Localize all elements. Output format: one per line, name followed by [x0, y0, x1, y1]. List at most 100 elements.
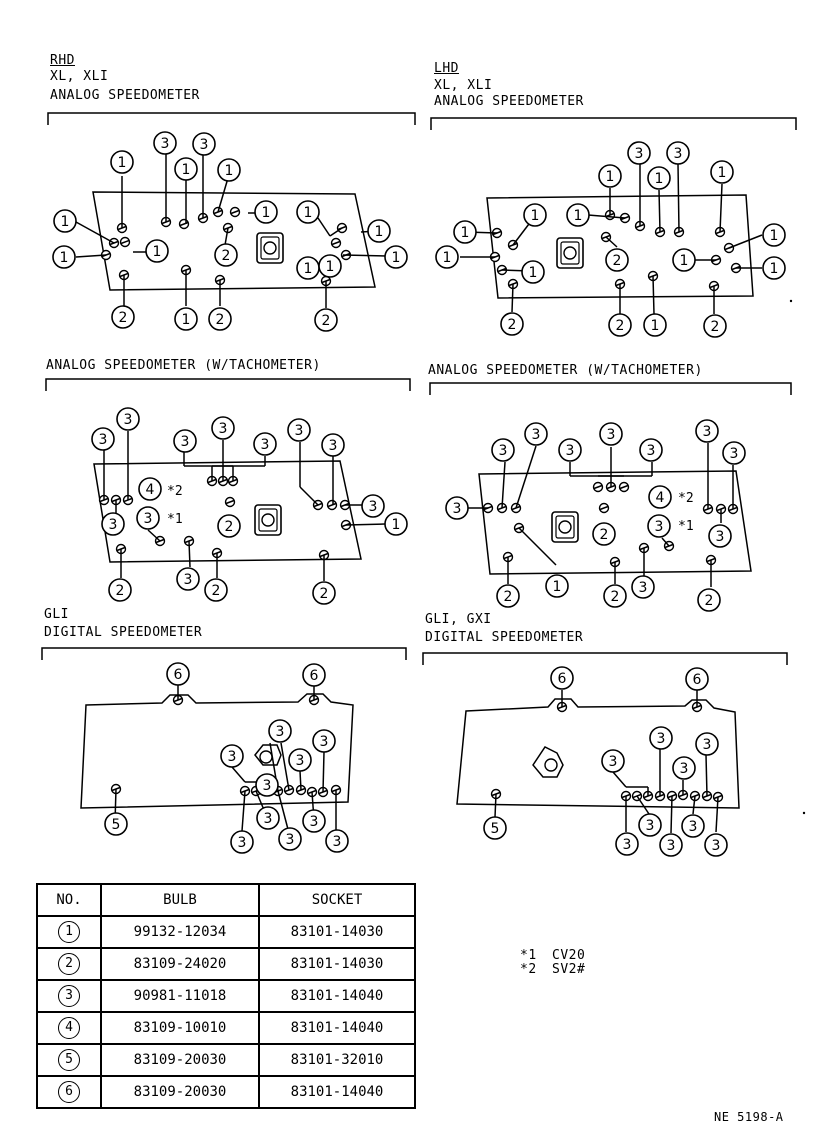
leader-line	[636, 795, 650, 815]
callout-number: 1	[770, 261, 779, 277]
callout-number: 3	[184, 572, 193, 588]
callout-circle	[208, 307, 232, 331]
digital-display-sensor	[544, 758, 558, 772]
callout-number: 2	[225, 519, 234, 535]
callout-number: 3	[566, 443, 575, 459]
callout-number: 3	[124, 412, 133, 428]
callout-number: 3	[689, 819, 698, 835]
bulb-part-number: 90981-11018	[100, 979, 260, 1013]
callout-circle	[173, 429, 197, 453]
callout-number: 3	[181, 434, 190, 450]
callout-circle	[762, 256, 786, 280]
leader-line	[593, 484, 603, 490]
leader-line	[120, 239, 130, 245]
leader-line	[619, 484, 629, 490]
row-number: 4	[58, 1017, 80, 1039]
callout-circle	[672, 248, 696, 272]
callout-number: 2	[320, 586, 329, 602]
callout-circle	[762, 223, 786, 247]
table-header-row: NO. BULB SOCKET	[36, 883, 416, 917]
callout-number: 1	[680, 253, 689, 269]
leader-line	[75, 221, 115, 244]
bulb-socket-table: NO. BULB SOCKET 1 99132-12034 83101-1403…	[36, 883, 416, 1109]
callout-number: 6	[693, 672, 702, 688]
callout-number: 3	[286, 832, 295, 848]
callout-circle	[631, 575, 655, 599]
callout-circle	[312, 581, 336, 605]
speedometer-dial	[551, 511, 579, 543]
rhd-type-label: ANALOG SPEEDOMETER	[50, 88, 200, 103]
callout-number: 1	[443, 250, 452, 266]
callout-circle	[211, 416, 235, 440]
digital-display-sensor	[532, 746, 564, 778]
callout-number: 2	[611, 589, 620, 605]
callout-number: 1	[461, 225, 470, 241]
footnote-sv2: SV2#	[552, 962, 586, 977]
callout-number: 2	[322, 313, 331, 329]
callout-circle	[176, 567, 200, 591]
callout-number: 3	[680, 761, 689, 777]
callout-number: 2	[616, 318, 625, 334]
callout-number: 6	[558, 671, 567, 687]
callout-circle	[524, 422, 548, 446]
callout-circle	[649, 726, 673, 750]
callout-number: 1	[153, 244, 162, 260]
callout-circle	[710, 160, 734, 184]
callout-number: 3	[453, 501, 462, 517]
callout-circle	[703, 314, 727, 338]
callout-number: 3	[369, 499, 378, 515]
leader-line	[518, 527, 557, 566]
callout-number: 2	[711, 319, 720, 335]
bulb-part-number: 83109-20030	[100, 1075, 260, 1109]
callout-circle	[491, 438, 515, 462]
lhd-model-label: XL, XLI	[434, 78, 493, 93]
callout-number: 3	[655, 519, 664, 535]
header-socket: SOCKET	[258, 883, 416, 917]
callout-number: 3	[703, 737, 712, 753]
leader-line	[501, 461, 506, 509]
callout-number: 3	[329, 438, 338, 454]
callout-number: 3	[609, 754, 618, 770]
leader-line	[494, 793, 497, 818]
callout-circle	[110, 150, 134, 174]
callout-number: 3	[667, 838, 676, 854]
leader-line	[299, 486, 319, 506]
callout-circle	[695, 732, 719, 756]
callout-number: 3	[703, 424, 712, 440]
leader-line	[605, 236, 618, 248]
callout-number: 2	[216, 312, 225, 328]
leader-line	[280, 742, 290, 791]
speedometer-dial	[258, 508, 278, 532]
callout-circle	[639, 438, 663, 462]
leader-line	[329, 227, 343, 237]
callout-number: 3	[264, 811, 273, 827]
callout-circle	[496, 584, 520, 608]
socket-part-number: 83101-14030	[258, 947, 416, 981]
speedometer-dial	[261, 513, 275, 527]
callout-circle	[192, 132, 216, 156]
leader-line	[692, 795, 696, 815]
callout-circle	[697, 588, 721, 612]
rhd-digital-model-label: GLI	[44, 607, 69, 622]
leader-line	[677, 163, 680, 233]
callout-circle	[627, 141, 651, 165]
footnote-marker: *1	[167, 512, 183, 527]
leader-line	[670, 795, 673, 834]
callout-circle	[445, 496, 469, 520]
callout-circle	[230, 830, 254, 854]
callout-circle	[603, 584, 627, 608]
callout-circle	[685, 667, 709, 691]
row-number: 3	[58, 985, 80, 1007]
callout-circle	[314, 308, 338, 332]
callout-circle	[659, 833, 683, 857]
callout-circle	[288, 748, 312, 772]
callout-number: 1	[262, 205, 271, 221]
callout-number: 3	[238, 835, 247, 851]
callout-circle	[384, 245, 408, 269]
callout-circle	[601, 749, 625, 773]
leader-line	[327, 502, 337, 508]
callout-number: 3	[200, 137, 209, 153]
callout-circle	[681, 814, 705, 838]
callout-number: 1	[326, 259, 335, 275]
callout-number: 6	[310, 668, 319, 684]
